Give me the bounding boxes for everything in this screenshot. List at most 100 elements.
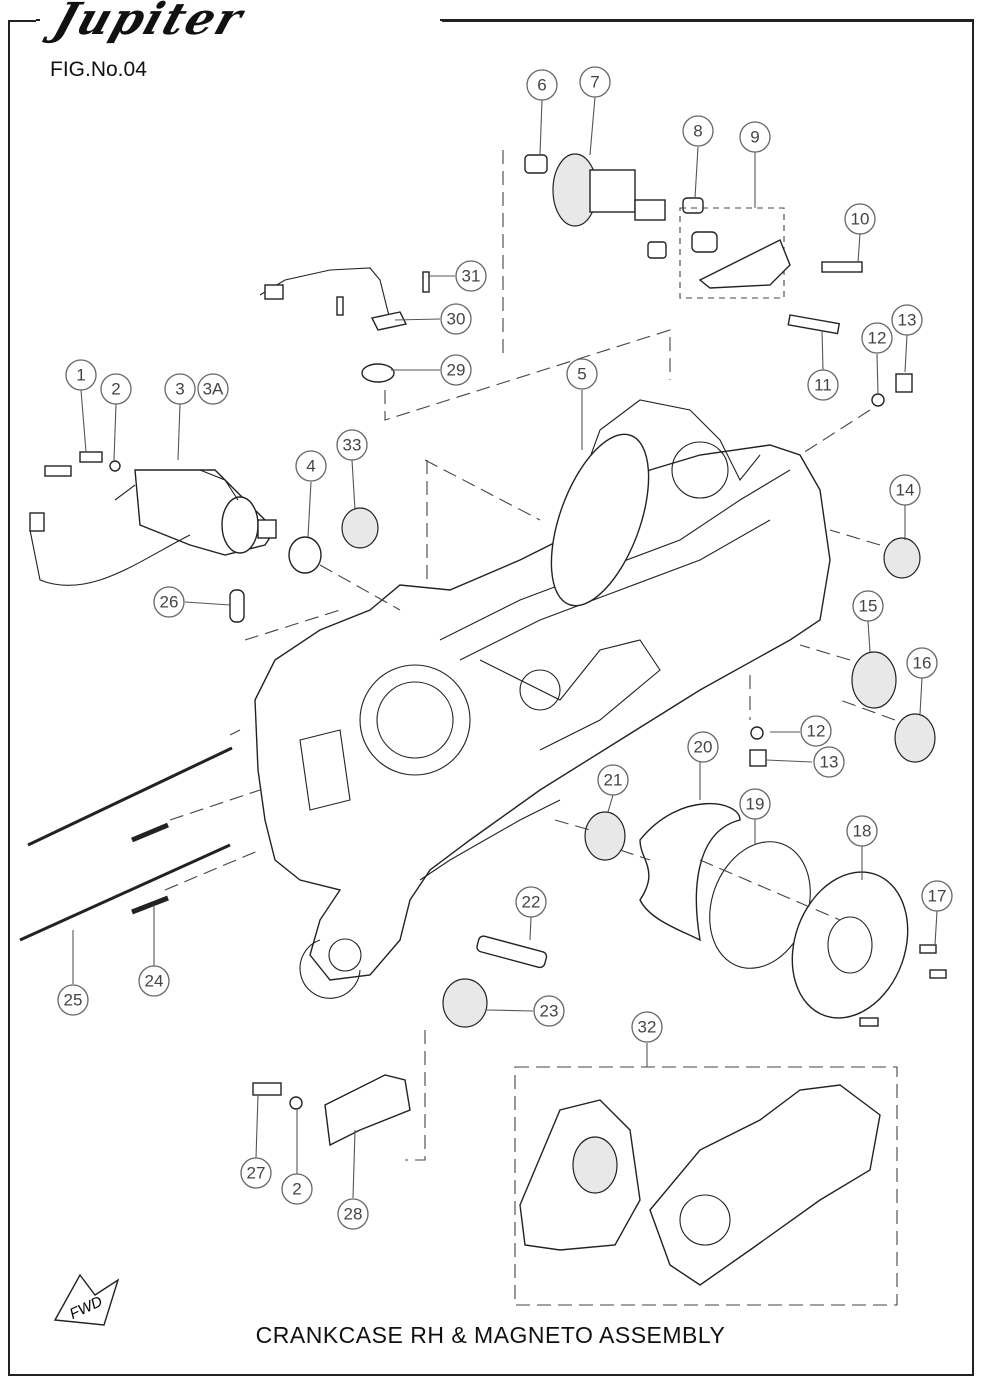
svg-text:3A: 3A (203, 380, 224, 399)
bolt-27 (252, 1082, 282, 1096)
bolt-10 (821, 261, 863, 273)
svg-text:31: 31 (462, 267, 481, 286)
washer-12-lower (750, 726, 764, 740)
bolt-13-lower (749, 749, 767, 767)
callout-2: 2 (100, 373, 132, 405)
callout-8: 8 (682, 115, 714, 147)
diagram-title: CRANKCASE RH & MAGNETO ASSEMBLY (255, 1322, 726, 1348)
figure-number: FIG.No.04 (50, 58, 147, 81)
bracket-28 (324, 1074, 411, 1147)
svg-text:2: 2 (292, 1180, 301, 1199)
svg-text:15: 15 (859, 597, 878, 616)
callout-7: 7 (579, 66, 611, 98)
svg-text:21: 21 (604, 771, 623, 790)
studs (19, 746, 233, 942)
callout-labels: 1 2 3 3A 4 5 6 7 8 9 10 11 12 13 14 15 1… (57, 66, 953, 1230)
callout-23: 23 (533, 995, 565, 1027)
svg-text:12: 12 (807, 722, 826, 741)
callout-5: 5 (566, 358, 598, 390)
svg-text:28: 28 (344, 1205, 363, 1224)
svg-text:10: 10 (851, 210, 870, 229)
svg-text:3: 3 (175, 380, 184, 399)
svg-text:26: 26 (160, 593, 179, 612)
svg-text:14: 14 (896, 481, 915, 500)
callout-32: 32 (631, 1011, 663, 1043)
logo-area: Jupiter (36, 0, 442, 45)
svg-text:16: 16 (913, 654, 932, 673)
bolt-13-top (895, 373, 913, 393)
callout-13-lower: 13 (813, 746, 845, 778)
crankcase-rh (254, 399, 831, 999)
svg-text:25: 25 (64, 991, 83, 1010)
svg-text:1: 1 (76, 366, 85, 385)
bearing-16 (894, 713, 936, 763)
svg-text:23: 23 (540, 1002, 559, 1021)
svg-text:12: 12 (868, 329, 887, 348)
callout-3a: 3A (197, 373, 229, 405)
callout-14: 14 (889, 474, 921, 506)
assembly-inset-box (514, 1066, 898, 1306)
starter-gear (524, 153, 667, 259)
o-ring-4 (288, 536, 322, 574)
svg-text:18: 18 (853, 822, 872, 841)
callout-29: 29 (440, 354, 472, 386)
lever-assembly (679, 197, 791, 299)
svg-text:4: 4 (306, 457, 315, 476)
callout-26: 26 (153, 586, 185, 618)
callout-18: 18 (846, 815, 878, 847)
svg-text:6: 6 (537, 76, 546, 95)
starter-motor (29, 469, 277, 586)
callout-4: 4 (295, 450, 327, 482)
washer-12-top (871, 393, 885, 407)
svg-text:2: 2 (111, 380, 120, 399)
svg-text:30: 30 (447, 310, 466, 329)
callout-16: 16 (906, 647, 938, 679)
svg-text:11: 11 (814, 376, 832, 395)
bush-23 (442, 978, 488, 1028)
callout-15: 15 (852, 590, 884, 622)
callout-12-top: 12 (861, 322, 893, 354)
svg-text:5: 5 (577, 365, 586, 384)
callout-9: 9 (739, 121, 771, 153)
callout-1: 1 (65, 359, 97, 391)
bush-14 (883, 537, 921, 579)
callout-22: 22 (515, 886, 547, 918)
stator-plate (791, 871, 947, 1027)
callout-12-lower: 12 (800, 715, 832, 747)
svg-text:32: 32 (638, 1018, 657, 1037)
leader-lines (72, 96, 938, 1199)
pin-22 (476, 935, 548, 969)
callout-6: 6 (526, 69, 558, 101)
callout-17: 17 (921, 880, 953, 912)
svg-text:13: 13 (820, 753, 839, 772)
callout-21: 21 (597, 764, 629, 796)
gasket-20 (639, 802, 741, 942)
callout-19: 19 (739, 788, 771, 820)
seal-33 (341, 507, 379, 549)
svg-text:9: 9 (750, 128, 759, 147)
callout-24: 24 (138, 965, 170, 997)
callout-30: 30 (440, 303, 472, 335)
svg-text:7: 7 (590, 73, 599, 92)
fwd-arrow: FWD (53, 1273, 120, 1326)
callout-27: 27 (240, 1157, 272, 1189)
dowel-26 (229, 589, 245, 623)
callout-31: 31 (455, 260, 487, 292)
callout-33: 33 (336, 429, 368, 461)
washer-2-lower (289, 1096, 303, 1110)
svg-text:24: 24 (145, 972, 164, 991)
svg-text:8: 8 (693, 122, 702, 141)
oil-seal-21 (584, 811, 626, 861)
bolt-11 (787, 314, 841, 335)
svg-text:17: 17 (928, 887, 947, 906)
bolts-1-2 (44, 451, 121, 477)
callout-10: 10 (844, 203, 876, 235)
callout-2-lower: 2 (281, 1173, 313, 1205)
svg-text:20: 20 (694, 738, 713, 757)
svg-text:29: 29 (447, 361, 466, 380)
svg-text:13: 13 (898, 311, 917, 330)
svg-text:19: 19 (746, 795, 765, 814)
svg-text:27: 27 (247, 1164, 266, 1183)
svg-text:33: 33 (343, 436, 362, 455)
